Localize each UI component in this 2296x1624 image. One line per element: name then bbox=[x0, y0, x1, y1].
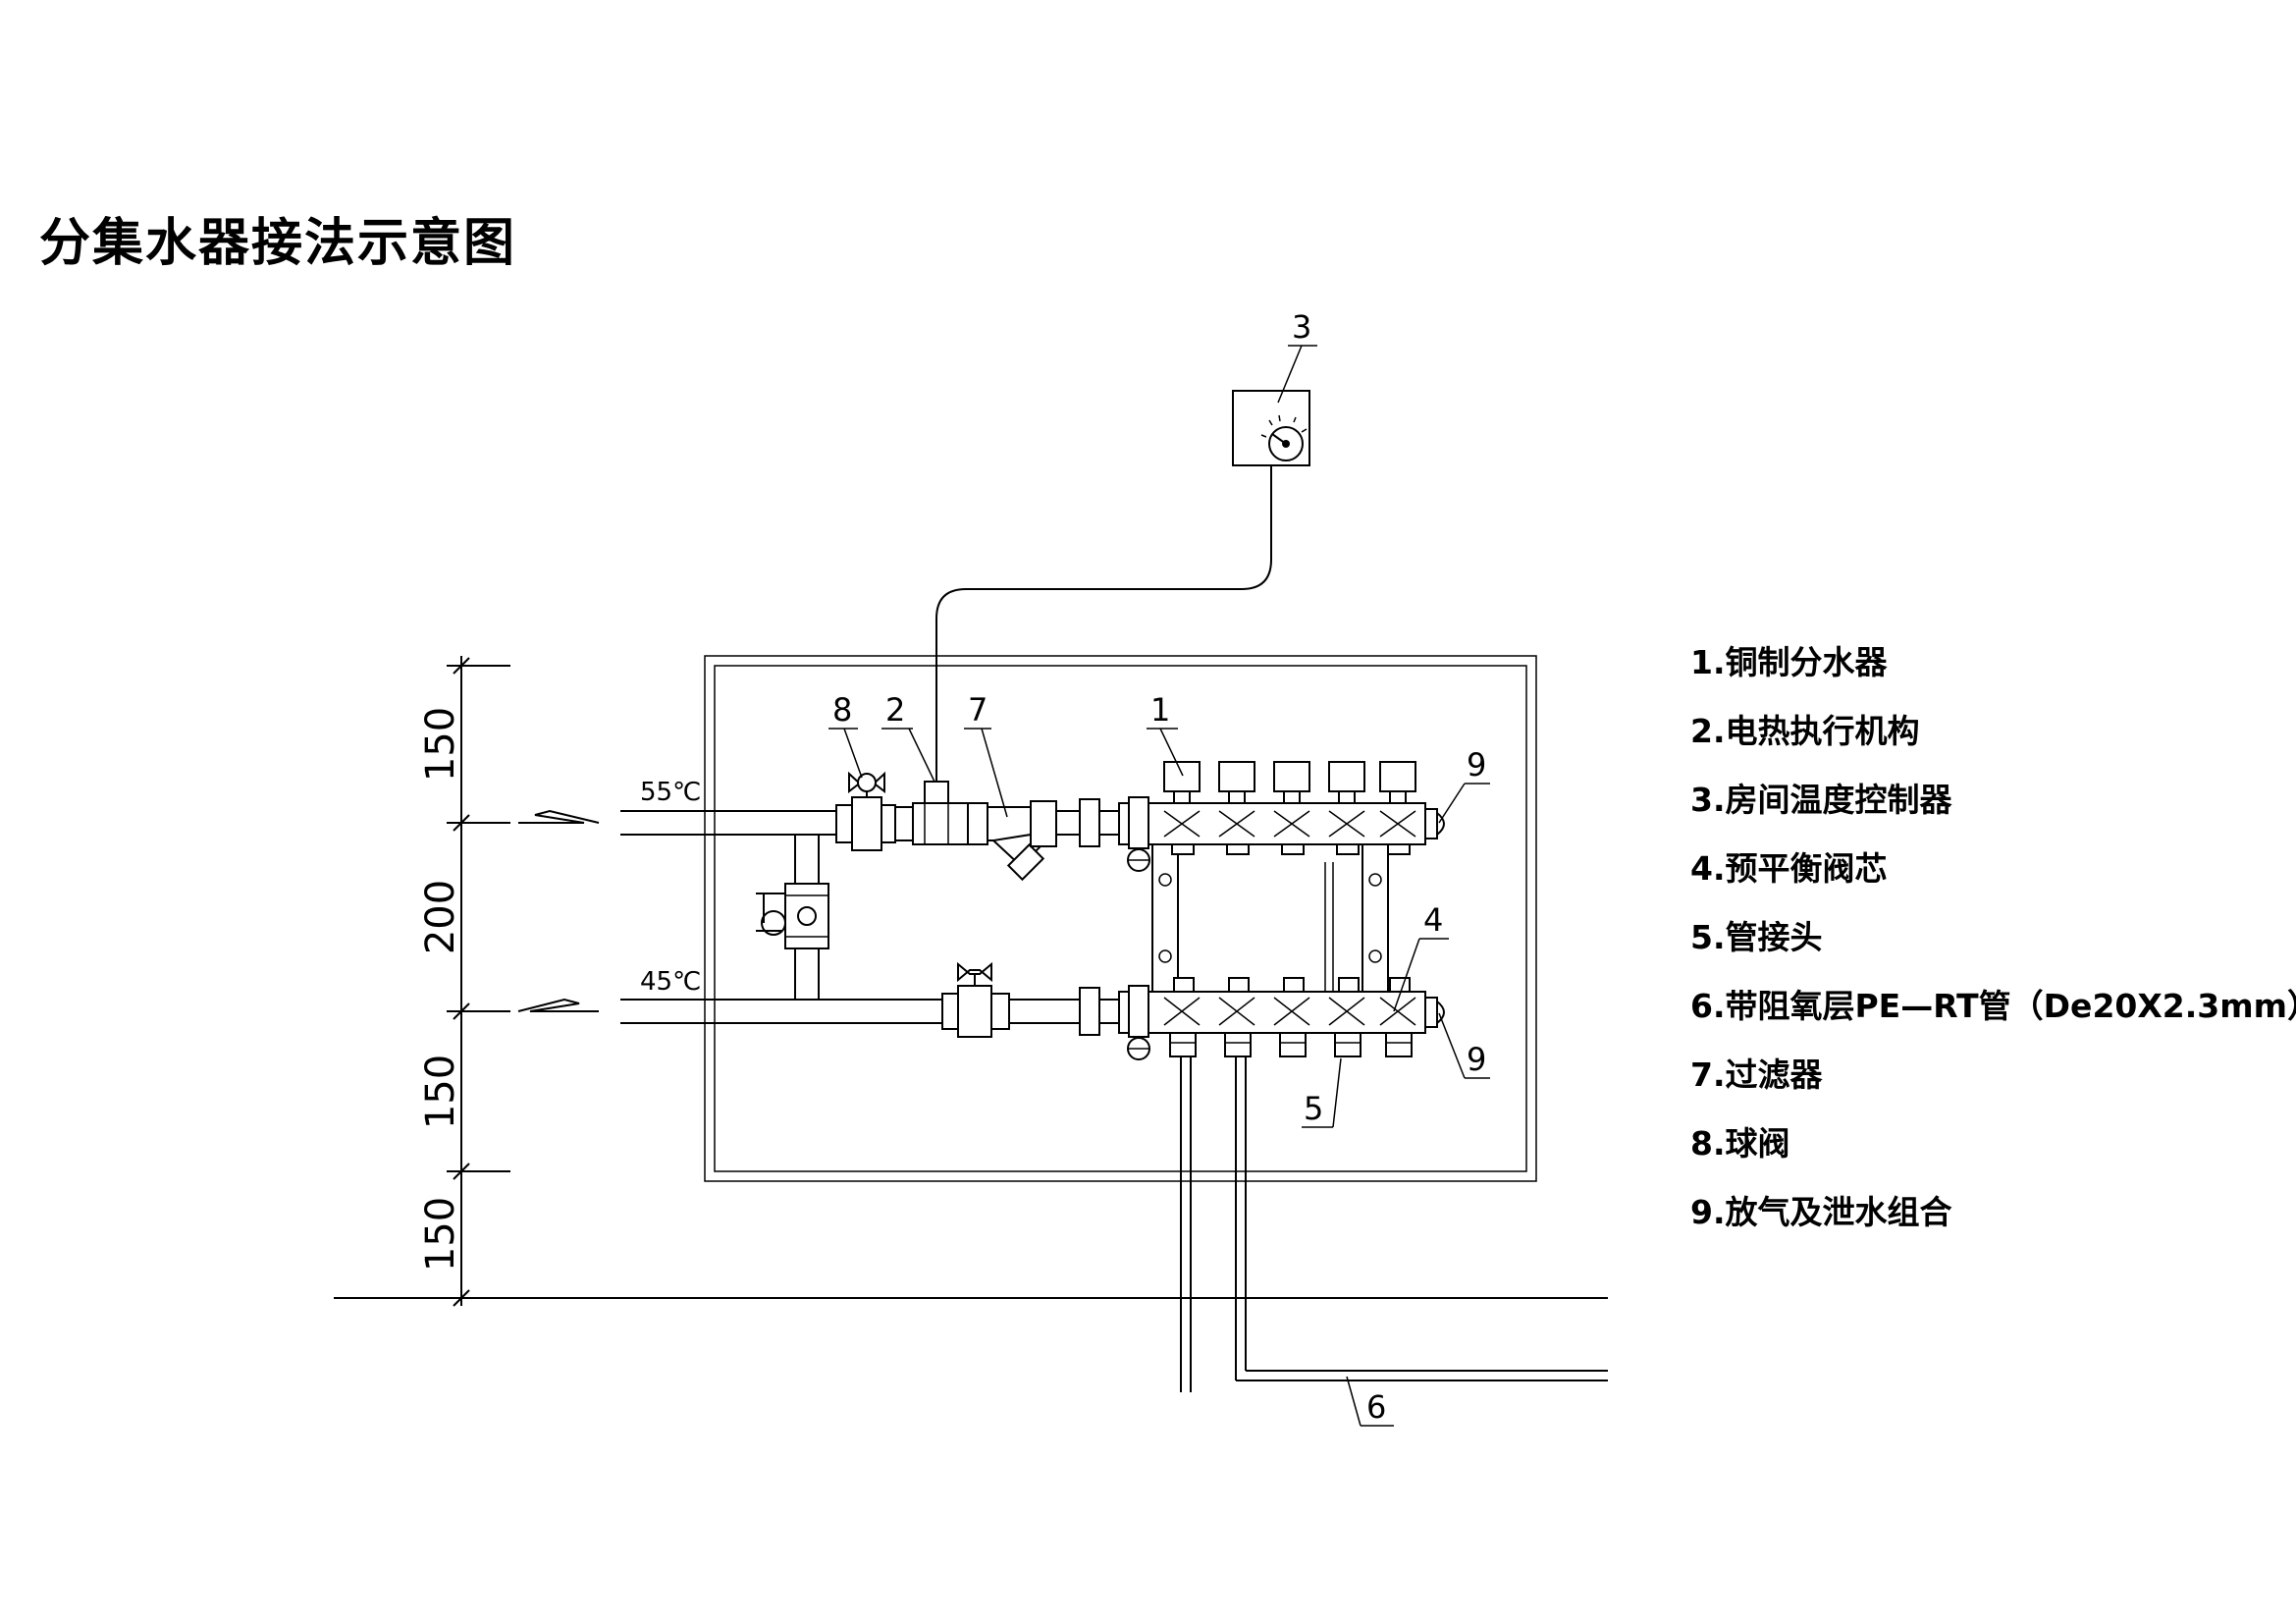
supply-temperature-label: 55℃ bbox=[640, 778, 701, 807]
callout-5: 5 bbox=[1304, 1090, 1323, 1127]
supply-vent-drain bbox=[1424, 808, 1445, 839]
legend-item-1: 1.铜制分水器 bbox=[1690, 643, 1888, 681]
legend-item-8: 8.球阀 bbox=[1690, 1124, 1790, 1163]
bypass-pipe bbox=[756, 835, 829, 1000]
callout-1: 1 bbox=[1150, 691, 1170, 729]
manifold-cabinet bbox=[704, 655, 1537, 1182]
supply-ball-valve bbox=[835, 771, 914, 851]
pe-rt-pipes bbox=[1180, 1056, 1608, 1392]
return-vent-drain bbox=[1424, 997, 1445, 1028]
callout-3: 3 bbox=[1292, 308, 1311, 346]
callout-9-return: 9 bbox=[1467, 1041, 1486, 1078]
return-temperature-label: 45℃ bbox=[640, 967, 701, 997]
return-outlet-3 bbox=[1273, 977, 1310, 1057]
room-temperature-controller bbox=[1232, 390, 1310, 466]
supply-outlet-2 bbox=[1218, 761, 1255, 855]
return-outlet-1 bbox=[1163, 977, 1201, 1057]
thermostat-cable bbox=[935, 465, 1272, 782]
return-ball-valve bbox=[941, 961, 1119, 1038]
dim-text-150-mid: 150 bbox=[418, 1055, 463, 1129]
callout-6: 6 bbox=[1366, 1388, 1386, 1426]
supply-outlet-5 bbox=[1379, 761, 1416, 855]
diagram-title: 分集水器接法示意图 bbox=[39, 214, 517, 273]
return-outlet-4 bbox=[1328, 977, 1365, 1057]
dim-text-200: 200 bbox=[418, 880, 463, 954]
supply-manifold bbox=[1118, 802, 1426, 1034]
legend-item-9: 9.放气及泄水组合 bbox=[1690, 1193, 1952, 1231]
component-legend: 1.铜制分水器 2.电热执行机构 3.房间温度控制器 4.预平衡阀芯 5.管接头… bbox=[1690, 628, 2296, 1247]
legend-item-2: 2.电热执行机构 bbox=[1690, 712, 1920, 750]
return-flow-arrow bbox=[517, 998, 599, 1012]
electro-thermal-actuator bbox=[912, 781, 969, 845]
dim-text-150-bottom: 150 bbox=[418, 1197, 463, 1272]
manifold-brackets bbox=[1151, 843, 1389, 993]
legend-item-4: 4.预平衡阀芯 bbox=[1690, 849, 1888, 888]
dimension-chain: 150 200 150 150 bbox=[418, 656, 510, 1307]
return-inlet-coupling bbox=[1127, 985, 1150, 1060]
return-pipe bbox=[620, 999, 942, 1024]
callout-leaders bbox=[828, 345, 1490, 1427]
supply-flow-arrow bbox=[518, 809, 600, 824]
supply-outlet-4 bbox=[1328, 761, 1365, 855]
callout-9-supply: 9 bbox=[1467, 746, 1486, 784]
supply-pipe bbox=[620, 810, 844, 836]
callout-4: 4 bbox=[1423, 901, 1443, 939]
dim-text-150-top: 150 bbox=[418, 707, 463, 782]
legend-item-3: 3.房间温度控制器 bbox=[1690, 781, 1952, 819]
return-outlet-2 bbox=[1218, 977, 1255, 1057]
supply-outlet-1 bbox=[1163, 761, 1201, 855]
supply-inlet-coupling bbox=[1127, 796, 1150, 872]
legend-item-6: 6.带阻氧层PE—RT管（De20X2.3mm） bbox=[1690, 987, 2296, 1025]
legend-item-7: 7.过滤器 bbox=[1690, 1056, 1823, 1094]
return-outlet-5 bbox=[1379, 977, 1416, 1057]
callout-8: 8 bbox=[832, 691, 852, 729]
callout-2: 2 bbox=[885, 691, 905, 729]
y-strainer-filter bbox=[967, 798, 1119, 882]
callout-7: 7 bbox=[968, 691, 988, 729]
legend-item-5: 5.管接头 bbox=[1690, 918, 1823, 956]
supply-outlet-3 bbox=[1273, 761, 1310, 855]
